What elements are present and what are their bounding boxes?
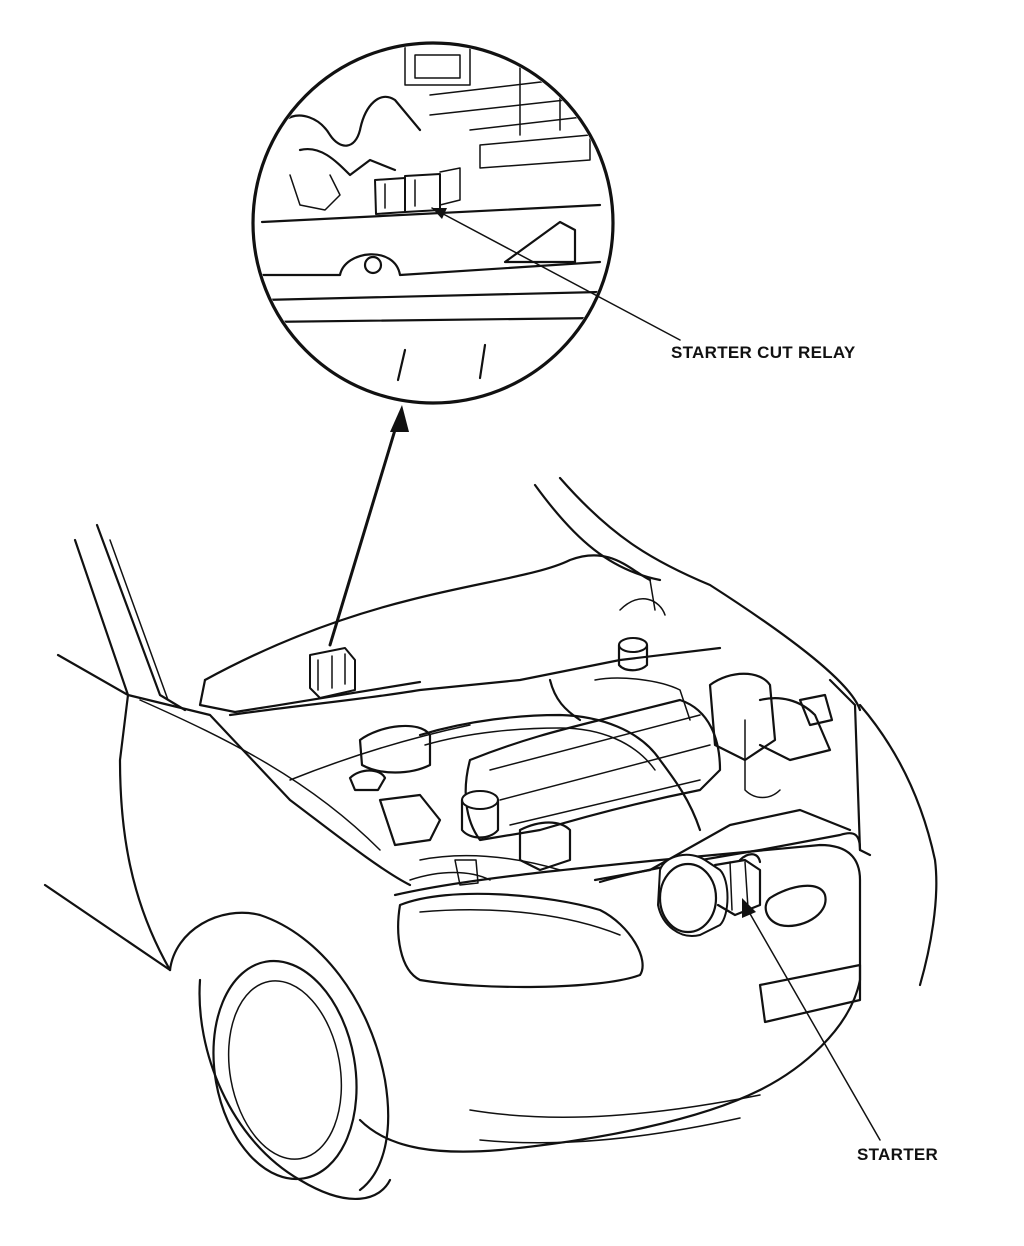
- starter-cut-relay-label: STARTER CUT RELAY: [671, 343, 856, 362]
- relay-leader-line: [431, 207, 681, 341]
- starter-leader-arrowhead: [742, 898, 756, 918]
- starter-leader-line: [744, 904, 881, 1141]
- inset-relay-pair: [374, 173, 441, 215]
- starter-motor: [657, 853, 762, 937]
- relay-leader-arrowhead: [432, 208, 447, 219]
- relay-box-on-car: [309, 647, 356, 699]
- inset-pointer-arrow: [328, 405, 409, 647]
- relay-detail-inset: [251, 41, 681, 405]
- engine-bay: [228, 637, 852, 886]
- starter-label: STARTER: [857, 1145, 939, 1164]
